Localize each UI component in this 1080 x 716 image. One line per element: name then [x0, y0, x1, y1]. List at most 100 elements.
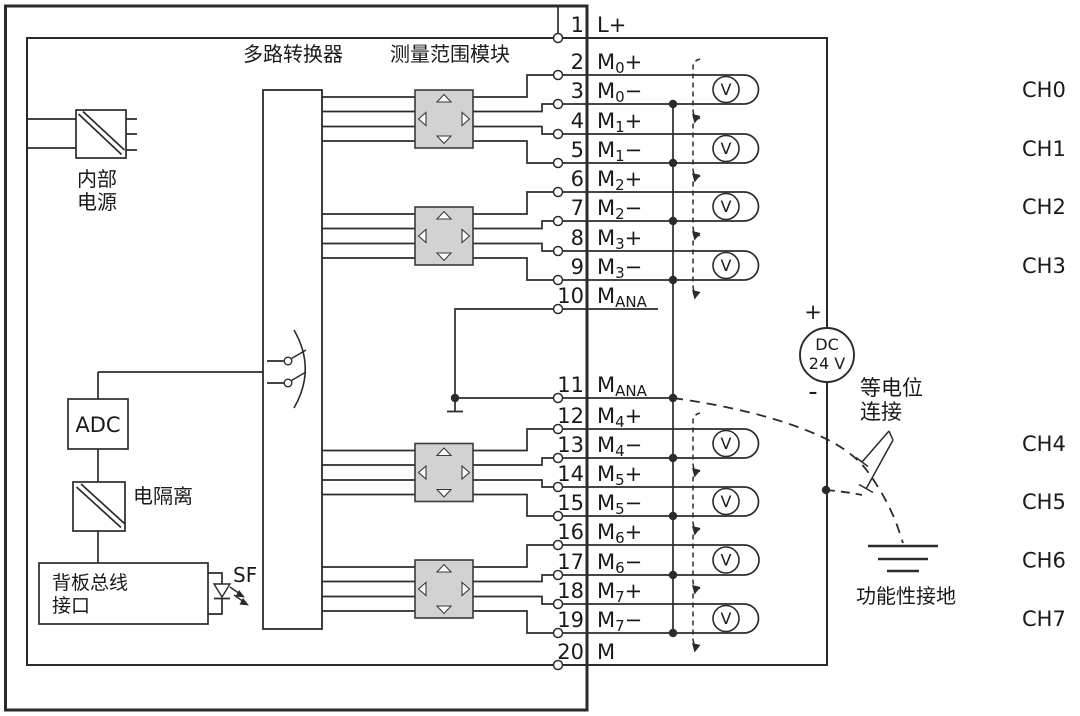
terminal-circle: [552, 32, 564, 44]
backplane-label-line2: 接口: [52, 595, 90, 617]
power-isolation-diagonal-icon: [77, 110, 126, 156]
shield-dashed-line: [692, 234, 701, 295]
cable-loop-cap: [743, 250, 760, 281]
bus-junction-dot: [668, 393, 678, 403]
backplane-interface-box: [38, 562, 209, 625]
terminal-label: M7−: [597, 608, 642, 635]
terminal-circle: [552, 245, 564, 257]
terminal-label: M3−: [597, 255, 642, 282]
channel-4: V CH4: [692, 412, 1066, 478]
terminal-number: 5: [571, 138, 584, 162]
terminal-3: 3 M0−: [552, 79, 642, 110]
module-terminal-wire: [473, 220, 554, 230]
functional-ground-label: 功能性接地: [856, 584, 956, 608]
equipotential-pointer-icon: [855, 430, 894, 494]
terminal-circle: [552, 659, 564, 671]
terminal-circle: [552, 392, 564, 404]
mux-selector-arc-icon: [293, 329, 307, 409]
terminal-circle: [552, 186, 564, 198]
voltmeter-circle: [712, 251, 740, 280]
terminal-number: 4: [571, 109, 584, 133]
terminal-number: 15: [557, 491, 584, 515]
terminal-number: 14: [557, 462, 584, 486]
voltmeter-circle: [712, 487, 740, 516]
terminal-circle: [552, 481, 564, 493]
module-terminal-wire: [473, 74, 554, 98]
multiplexer-label: 多路转换器: [243, 42, 343, 66]
channel-label-ch4: CH4: [1022, 432, 1066, 456]
shield-dashed-line: [692, 470, 701, 531]
terminal-circle: [552, 423, 564, 435]
channel-label-ch7: CH7: [1022, 607, 1066, 631]
coding-arrow-down-icon: [435, 252, 453, 262]
terminal-number: 17: [557, 550, 584, 574]
coding-arrow-down-icon: [435, 135, 453, 145]
dc-label-line1: DC: [815, 335, 839, 354]
led-diode-icon: [212, 583, 232, 599]
shield-dashed-line: [692, 587, 701, 648]
terminal-circle: [552, 452, 564, 464]
terminal-number: 10: [557, 284, 584, 308]
shield-arrowhead-icon: [692, 231, 701, 241]
channel-label-ch1: CH1: [1022, 137, 1066, 161]
power-supply-wires: [27, 118, 137, 151]
module-terminal-wire: [473, 574, 554, 583]
coding-arrow-up-icon: [435, 93, 453, 103]
terminal-label: M0−: [597, 79, 642, 106]
terminal-label: M2−: [597, 196, 642, 223]
bus-junction-dot: [668, 275, 678, 285]
voltmeter-label: V: [721, 551, 732, 570]
module-terminal-wire: [473, 428, 554, 452]
terminal-circle: [552, 598, 564, 610]
terminal-number: 12: [557, 404, 584, 428]
shield-arrowhead-icon: [692, 114, 701, 124]
module-terminal-wire: [473, 191, 554, 215]
mana-reference-wires: [447, 308, 554, 413]
shield-dashed-line: [692, 175, 701, 236]
multiplexer-box: [262, 89, 323, 630]
cable-loop-cap: [743, 191, 760, 222]
led-arrowhead-2: [239, 598, 249, 606]
dc-minus-label: -: [808, 377, 817, 407]
terminal-circle: [552, 128, 564, 140]
internal-power-label-line1: 内部: [77, 167, 117, 191]
shield-arrowhead-icon: [692, 643, 701, 653]
terminal-circle: [552, 569, 564, 581]
terminal-label: M: [597, 640, 615, 664]
internal-power-label-line2: 电源: [77, 190, 117, 214]
dc-label-line2: 24 V: [809, 354, 845, 373]
terminal-label: M2+: [597, 167, 642, 194]
terminal-number: 3: [571, 79, 584, 103]
frame-ground-junction-dot: [821, 485, 831, 495]
coding-arrow-left-icon: [417, 111, 427, 127]
coding-arrow-left-icon: [417, 581, 427, 597]
coding-arrow-right-icon: [461, 464, 471, 481]
voltmeter-label: V: [721, 80, 732, 99]
module-terminal-wire: [473, 595, 554, 605]
terminal-number: 18: [557, 579, 584, 603]
terminal-label: M7+: [597, 579, 642, 606]
terminal-number: 13: [557, 433, 584, 457]
voltmeter-label: V: [721, 492, 732, 511]
voltmeter-label: V: [721, 256, 732, 275]
range-module-2: [322, 428, 554, 517]
led-arrowhead-1: [235, 590, 245, 598]
voltmeter-label: V: [721, 197, 732, 216]
terminal-circle: [552, 627, 564, 639]
voltmeter-label: V: [721, 434, 732, 453]
bus-junction-dot: [668, 216, 678, 226]
